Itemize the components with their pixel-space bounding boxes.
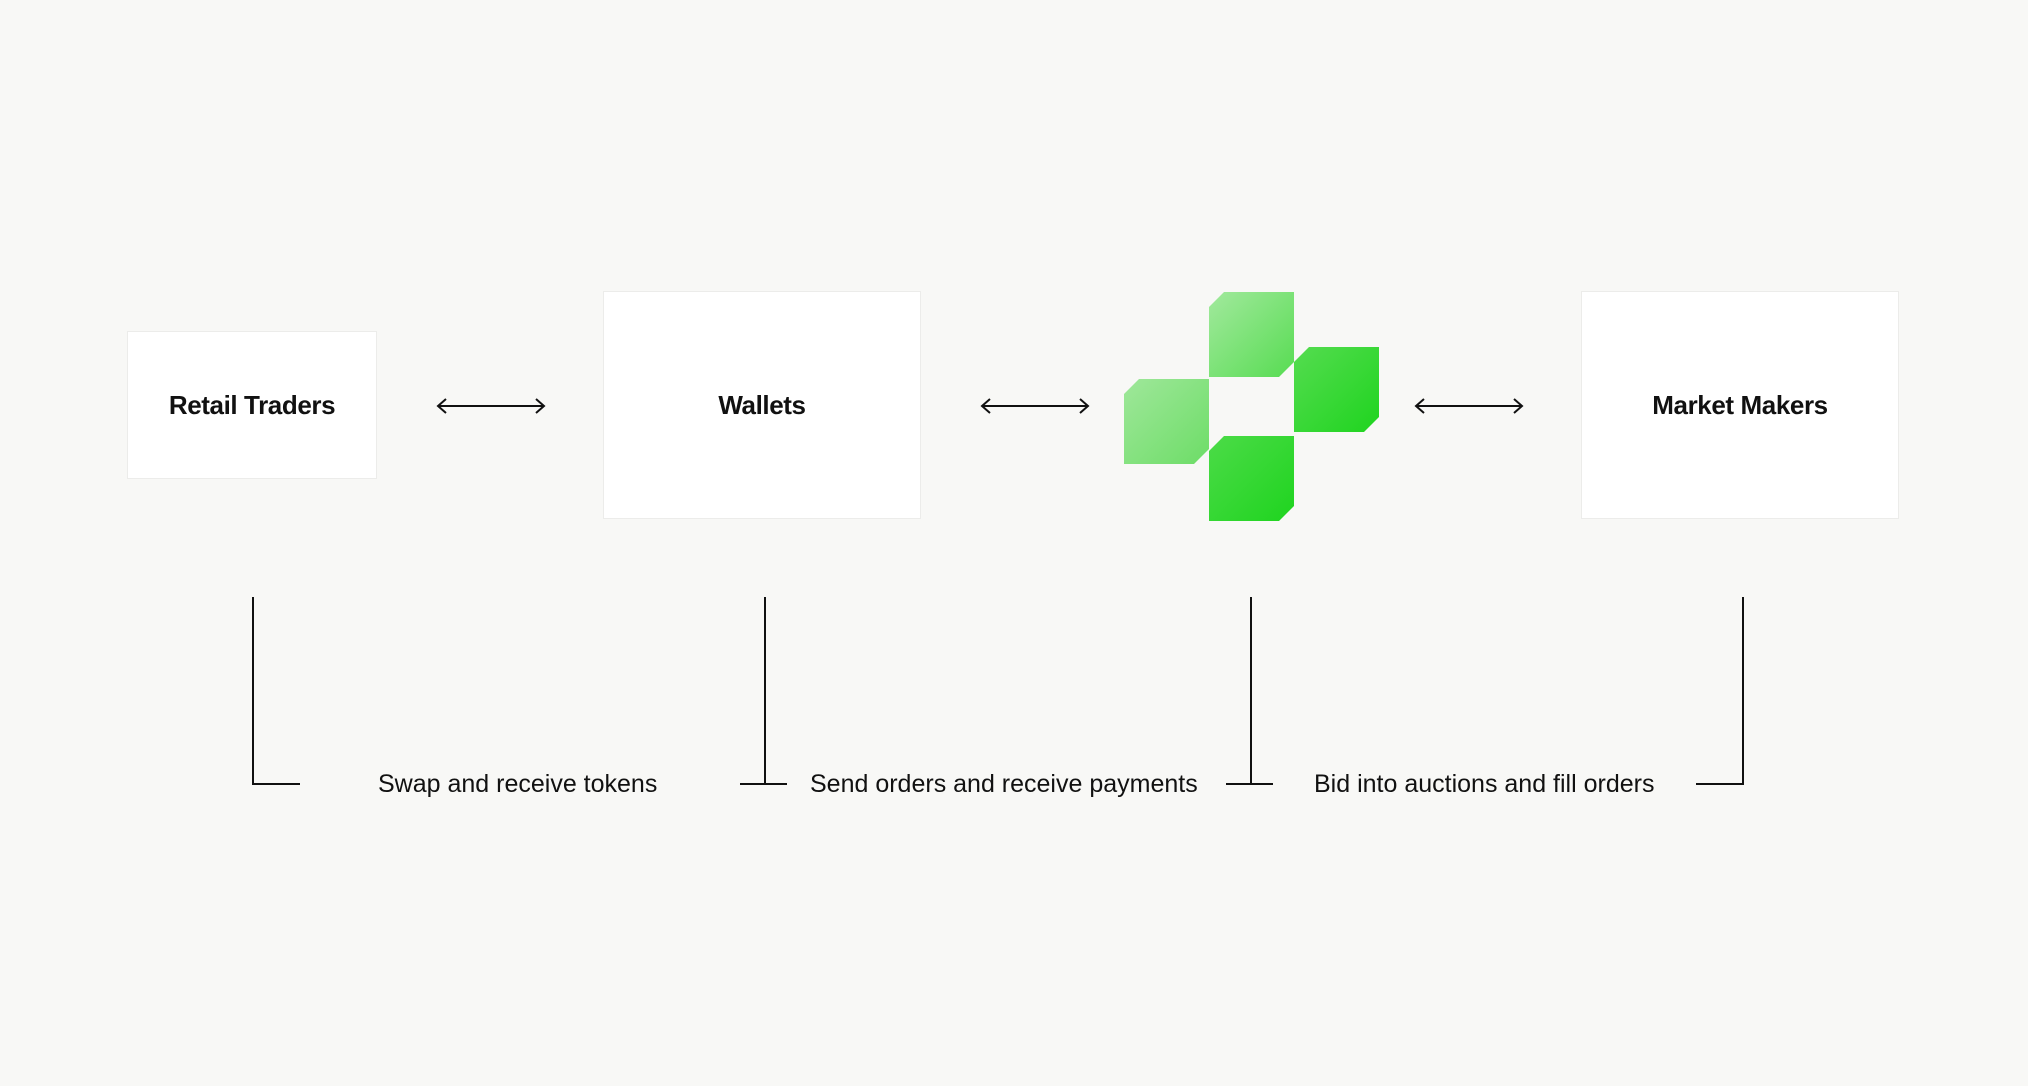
bidirectional-arrow-icon (436, 398, 546, 414)
market-makers-label: Market Makers (1652, 389, 1828, 420)
bidirectional-arrow-icon (1414, 398, 1524, 414)
wallets-label: Wallets (718, 389, 806, 420)
bidirectional-arrow-icon (980, 398, 1090, 414)
logo-right-block (1294, 347, 1379, 432)
retail-traders-label: Retail Traders (168, 389, 336, 420)
logo-bottom-block (1209, 436, 1294, 521)
logo-left-block (1124, 379, 1209, 464)
wallets-node: Wallets (603, 291, 921, 519)
auctions-relation-label: Bid into auctions and fill orders (1314, 770, 1655, 798)
retail-traders-node: Retail Traders (127, 331, 377, 479)
market-makers-node: Market Makers (1581, 291, 1899, 519)
green-plus-blocks-logo-icon (1124, 292, 1379, 521)
orders-relation-label: Send orders and receive payments (810, 770, 1198, 798)
logo-top-block (1209, 292, 1294, 377)
swap-relation-label: Swap and receive tokens (378, 770, 658, 798)
